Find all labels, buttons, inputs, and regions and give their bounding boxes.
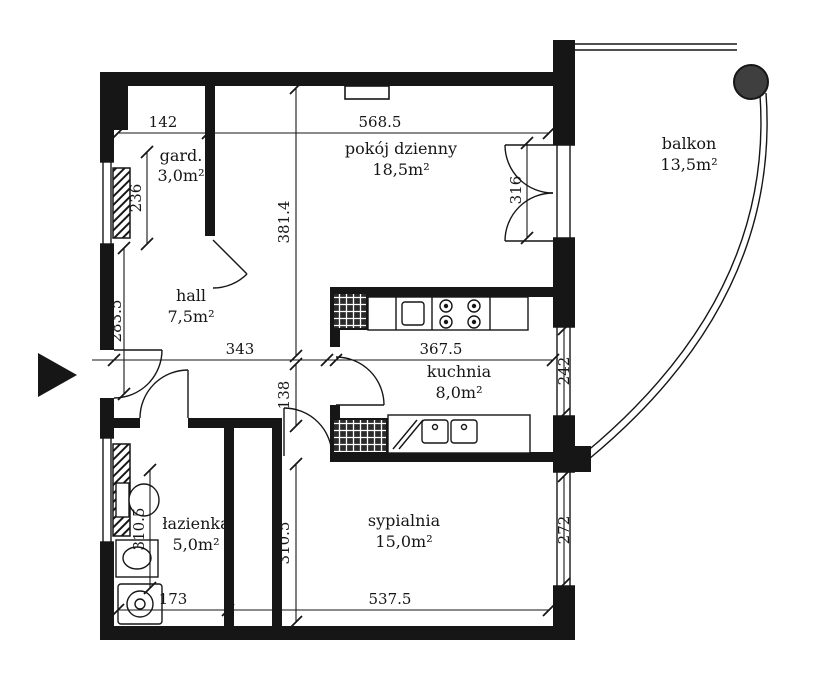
room-label-hall: hall	[176, 286, 206, 305]
balcony-column	[733, 64, 769, 100]
dimension-labels: 142 568.5 343 367.5 173 537.5 236 316 38…	[107, 113, 573, 608]
room-label-pokoj-dzienny: pokój dzienny	[345, 139, 457, 158]
dim-pokoj-depth: 381.4	[275, 201, 293, 244]
wall-pillar	[344, 85, 390, 100]
radiator-upper	[112, 167, 131, 239]
wall-right-4	[553, 586, 575, 640]
wall-bedroom-left	[272, 418, 282, 626]
wall-left-3	[100, 398, 114, 438]
dim-lazienka-height: 310.5	[130, 508, 148, 551]
wall-bath-top-left	[114, 418, 140, 428]
washbasin	[115, 539, 159, 578]
wall-left-4	[100, 542, 114, 640]
room-area-lazienka: 5,0m²	[172, 535, 219, 554]
balcony-outline	[575, 43, 769, 460]
wall-kitchen-top	[330, 287, 553, 297]
windows	[100, 144, 575, 587]
stove-burners	[439, 299, 481, 329]
wall-left-2	[100, 244, 114, 350]
kitchen-cabinet	[401, 301, 425, 326]
door-bedroom	[283, 407, 333, 457]
door-balcony-french	[504, 144, 554, 242]
entrance-arrow	[38, 353, 77, 397]
dim-gard-height: 236	[127, 184, 145, 213]
wall-bath-right	[224, 418, 234, 626]
dim-corridor: 138	[275, 381, 293, 410]
wall-balcony-stub	[573, 446, 591, 472]
toilet	[115, 482, 160, 518]
room-label-sypialnia: sypialnia	[368, 511, 441, 530]
dim-sypialnia-width: 537.5	[369, 590, 412, 608]
window-balcony-door	[553, 144, 575, 239]
dim-kuchnia-width: 367.5	[420, 340, 463, 358]
duct-shaft-lower	[332, 418, 388, 454]
room-label-balkon: balkon	[662, 134, 717, 153]
window-left-upper	[100, 161, 114, 245]
wall-corner-block	[100, 72, 128, 130]
door-kitchen	[335, 356, 385, 406]
room-area-hall: 7,5m²	[167, 307, 214, 326]
room-area-kuchnia: 8,0m²	[435, 383, 482, 402]
room-label-gard: gard.	[160, 146, 203, 165]
dim-top-main: 568.5	[359, 113, 402, 131]
wall-gard-right	[205, 86, 215, 236]
washing-machine	[117, 583, 163, 625]
room-area-pokoj-dzienny: 18,5m²	[372, 160, 429, 179]
dim-lazienka-width: 173	[159, 590, 188, 608]
dim-sypialnia-height: 310.5	[275, 522, 293, 565]
dim-sypialnia-window: 272	[555, 516, 573, 545]
kitchen-sink	[421, 419, 478, 444]
door-bathroom	[139, 369, 189, 419]
kitchen-drainer	[392, 419, 424, 450]
dim-hall-height: 283.5	[107, 300, 125, 343]
dim-kuchnia-window: 242	[555, 357, 573, 386]
wall-bottom	[100, 626, 575, 640]
wall-bedroom-top	[330, 452, 553, 462]
dimension-lines	[92, 81, 571, 629]
bathroom-fixtures	[115, 482, 163, 625]
dim-pokoj-window: 316	[507, 176, 525, 205]
dim-hall-width: 343	[226, 340, 255, 358]
doors	[113, 144, 554, 457]
kitchen-fixtures	[332, 292, 531, 454]
room-area-gard: 3,0m²	[157, 166, 204, 185]
room-label-lazienka: łazienka	[162, 514, 230, 533]
radiators	[112, 167, 131, 537]
duct-shaft-upper	[332, 292, 368, 330]
door-entrance	[113, 349, 163, 399]
wall-bath-top-right	[188, 418, 282, 428]
wall-right-2	[553, 238, 575, 327]
room-labels: gard. 3,0m² pokój dzienny 18,5m² balkon …	[157, 134, 717, 554]
room-area-balkon: 13,5m²	[660, 155, 717, 174]
dim-top-left: 142	[149, 113, 178, 131]
wall-top	[100, 72, 555, 86]
room-label-kuchnia: kuchnia	[427, 362, 492, 381]
window-left-lower	[100, 437, 114, 543]
wall-right-1	[553, 40, 575, 145]
wall-right-3	[553, 416, 575, 472]
room-area-sypialnia: 15,0m²	[375, 532, 432, 551]
door-gard	[212, 239, 248, 289]
